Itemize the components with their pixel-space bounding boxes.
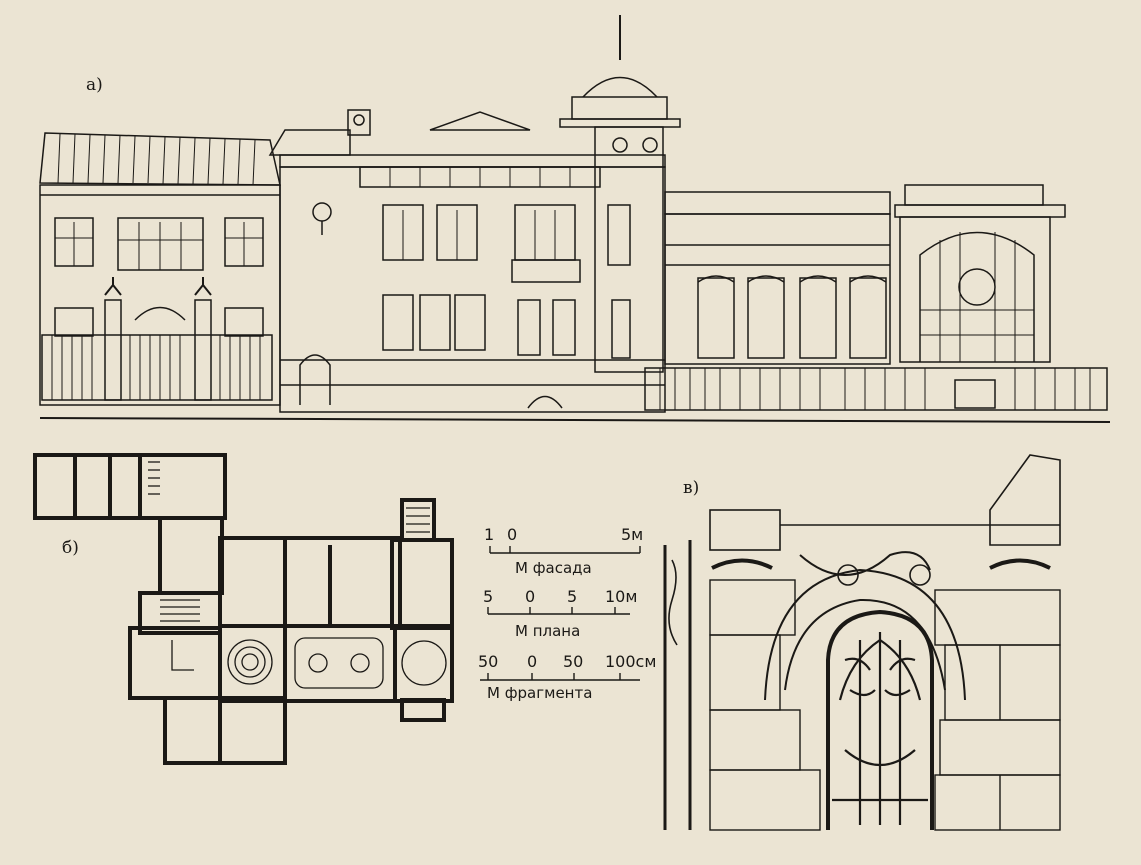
facade-label: а) — [86, 75, 103, 95]
scale-plan-caption: М плана — [515, 622, 581, 640]
scale-facade-tick-0: 0 — [507, 525, 518, 544]
scale-facade-tick-5: 5м — [621, 525, 644, 544]
scale-plan-tick-0: 0 — [525, 587, 536, 606]
scale-plan-tick-10: 10м — [605, 587, 638, 606]
scale-fragment-tick-50b: 50 — [563, 652, 584, 671]
scale-fragment-tick-50a: 50 — [478, 652, 499, 671]
scale-fragment-tick-100: 100см — [605, 652, 657, 671]
scale-plan-tick-5b: 5 — [567, 587, 578, 606]
scale-facade-caption: М фасада — [515, 559, 592, 577]
scale-fragment-caption: М фрагмента — [487, 684, 593, 702]
scale-fragment-tick-0: 0 — [527, 652, 538, 671]
scale-plan-tick-5a: 5 — [483, 587, 494, 606]
fragment-label: в) — [683, 478, 700, 498]
scale-facade-tick-1: 1 — [484, 525, 495, 544]
plan-label: б) — [62, 538, 79, 558]
